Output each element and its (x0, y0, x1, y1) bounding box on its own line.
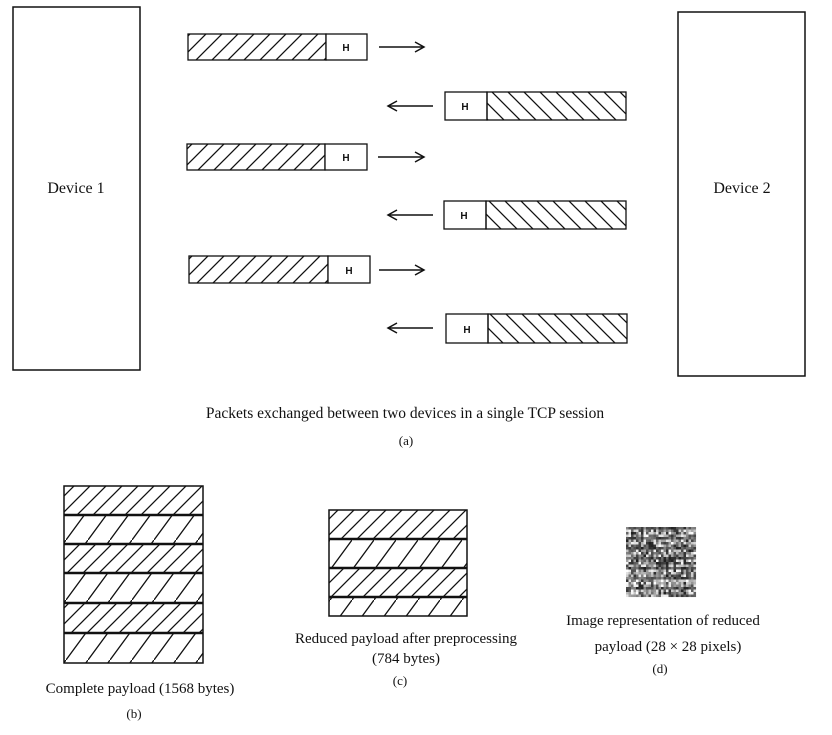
packet-2: H (386, 91, 627, 121)
caption-c-title-line1: Reduced payload after preprocessing (295, 631, 517, 647)
payload-row (64, 633, 203, 663)
payload-row (64, 515, 203, 544)
header-label: H (345, 266, 352, 277)
packet-1: H (187, 33, 426, 61)
complete-payload-block (63, 485, 204, 664)
header-label: H (342, 43, 349, 54)
packet-payload (485, 200, 627, 230)
payload-row (329, 539, 467, 568)
payload-row (64, 486, 203, 515)
device-2-box: Device 2 (677, 11, 806, 377)
device-1-box: Device 1 (12, 6, 141, 371)
packet-header (325, 33, 368, 61)
reduced-payload-block (328, 509, 468, 617)
packet-payload (486, 91, 627, 121)
payload-row (329, 510, 467, 539)
packet-header (443, 200, 487, 230)
header-label: H (460, 211, 467, 222)
caption-a-title: Packets exchanged between two devices in… (206, 405, 604, 422)
caption-d-label: (d) (652, 661, 667, 676)
packet-payload (186, 143, 326, 171)
caption-d-title-line1: Image representation of reduced (566, 613, 760, 629)
payload-image-28x28 (626, 527, 697, 598)
caption-b-label: (b) (126, 706, 141, 721)
packet-5: H (188, 255, 426, 284)
payload-row (64, 573, 203, 603)
packet-payload (188, 255, 329, 284)
caption-b-title: Complete payload (1568 bytes) (46, 681, 235, 697)
packet-6: H (386, 313, 628, 344)
packet-header (324, 143, 368, 171)
packet-4: H (386, 200, 627, 230)
payload-row (329, 597, 467, 616)
caption-c-label: (c) (393, 673, 407, 688)
packet-3: H (186, 143, 426, 171)
header-label: H (463, 325, 470, 336)
device-2-label: Device 2 (713, 180, 770, 197)
payload-row (64, 603, 203, 633)
caption-a-label: (a) (399, 433, 413, 448)
header-label: H (461, 102, 468, 113)
device-1-label: Device 1 (47, 180, 104, 197)
packet-payload (187, 33, 327, 61)
payload-row (64, 544, 203, 573)
packet-header (327, 255, 371, 284)
caption-d-title-line2: payload (28 × 28 pixels) (595, 639, 742, 655)
header-label: H (342, 153, 349, 164)
payload-row (329, 568, 467, 597)
caption-c-title-line2: (784 bytes) (372, 651, 440, 667)
packet-payload (487, 313, 628, 344)
